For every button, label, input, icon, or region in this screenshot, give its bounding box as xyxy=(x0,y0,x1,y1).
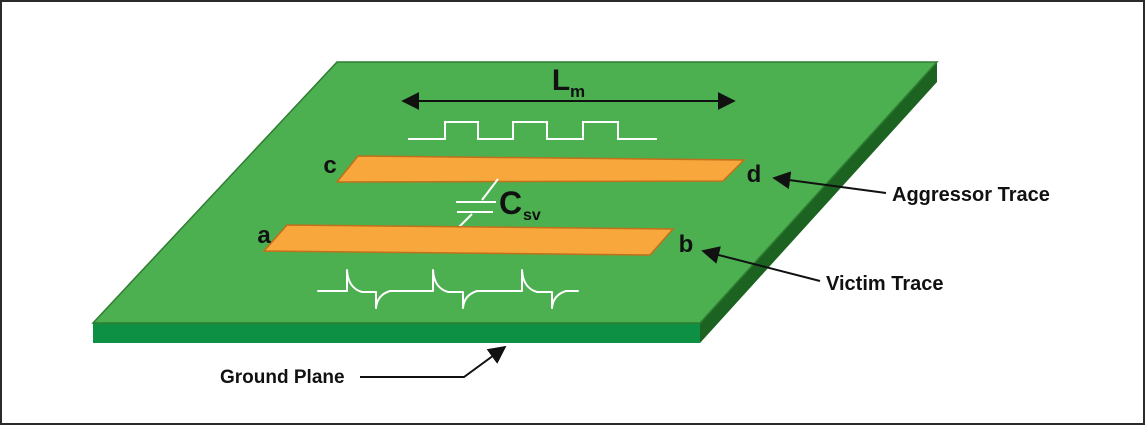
aggressor-trace: c d xyxy=(323,152,761,188)
victim-trace-copper xyxy=(262,224,675,256)
victim-endpoint-b: b xyxy=(679,231,694,258)
aggressor-endpoint-d: d xyxy=(747,161,762,188)
victim-callout: Victim Trace xyxy=(701,246,943,295)
victim-trace: a b xyxy=(257,222,693,258)
aggressor-callout-label: Aggressor Trace xyxy=(892,184,1050,206)
victim-callout-label: Victim Trace xyxy=(826,273,943,295)
aggressor-callout-arrow xyxy=(772,171,887,194)
ground-plane-side-face xyxy=(700,62,937,343)
csv-label: C xyxy=(499,185,522,221)
csv-label-subscript: sv xyxy=(523,207,541,224)
aggressor-trace-copper xyxy=(335,155,746,183)
lm-label-subscript: m xyxy=(570,82,585,101)
victim-callout-arrow xyxy=(701,246,821,282)
aggressor-signal-waveform xyxy=(408,121,657,140)
aggressor-endpoint-c: c xyxy=(323,152,336,179)
victim-noise-waveform xyxy=(317,269,579,309)
ground-plane-callout-label: Ground Plane xyxy=(220,367,345,388)
victim-endpoint-a: a xyxy=(257,222,271,249)
ground-plane-front-face xyxy=(93,323,700,343)
ground-plane-callout: Ground Plane xyxy=(220,345,507,388)
aggressor-callout: Aggressor Trace xyxy=(772,171,1050,206)
ground-plane-callout-arrow xyxy=(360,345,507,378)
lm-label: L xyxy=(552,64,570,97)
coupled-length-dimension: L m xyxy=(401,64,736,110)
